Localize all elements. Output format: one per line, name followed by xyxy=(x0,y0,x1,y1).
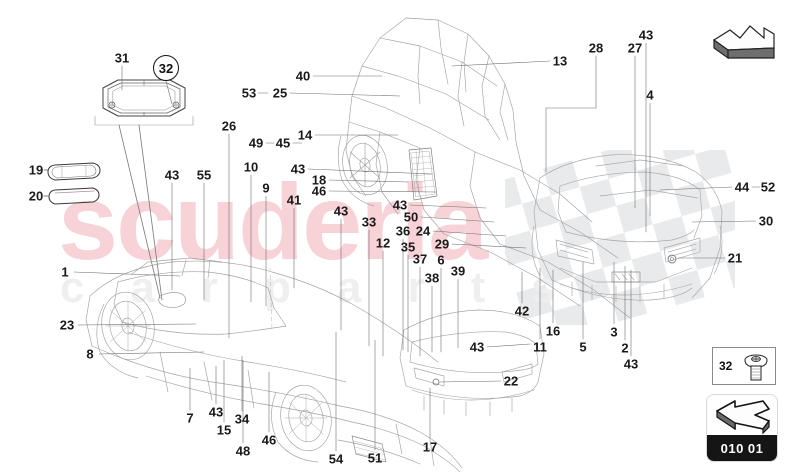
arrow-block-icon xyxy=(712,25,775,60)
callout-number-46[interactable]: 46 xyxy=(261,432,277,448)
callout-number-42[interactable]: 42 xyxy=(514,303,530,319)
callout-number-31[interactable]: 31 xyxy=(114,50,130,66)
section-code-badge[interactable]: 010 01 xyxy=(706,394,778,462)
callout-number-54[interactable]: 54 xyxy=(328,451,344,467)
callout-number-40[interactable]: 40 xyxy=(295,68,311,84)
callout-number-51[interactable]: 51 xyxy=(367,450,383,466)
callout-number-4[interactable]: 4 xyxy=(646,87,654,103)
callout-number-11[interactable]: 11 xyxy=(533,339,547,355)
fastener-legend-box: 32 xyxy=(712,347,776,385)
callout-number-23[interactable]: 23 xyxy=(59,317,75,333)
callout-number-33[interactable]: 33 xyxy=(361,214,377,230)
callout-number-3[interactable]: 3 xyxy=(610,324,618,340)
badge-arrow-area xyxy=(707,395,777,437)
callout-number-43[interactable]: 43 xyxy=(638,27,654,43)
callout-number-26[interactable]: 26 xyxy=(221,118,237,134)
callout-number-20[interactable]: 20 xyxy=(28,188,44,204)
callout-number-48[interactable]: 48 xyxy=(235,443,251,459)
callout-number-49[interactable]: 49 xyxy=(248,135,264,151)
callout-number-12[interactable]: 12 xyxy=(375,235,391,251)
callout-number-18[interactable]: 18 xyxy=(311,172,327,188)
callout-number-53[interactable]: 53 xyxy=(241,85,257,101)
callout-number-43[interactable]: 43 xyxy=(392,197,408,213)
callout-number-30[interactable]: 30 xyxy=(758,213,774,229)
callout-number-1[interactable]: 1 xyxy=(61,264,69,280)
screw-bolt-icon xyxy=(744,354,768,381)
callout-number-43[interactable]: 43 xyxy=(290,161,306,177)
callout-number-16[interactable]: 16 xyxy=(545,323,561,339)
callout-number-46[interactable]: 46 xyxy=(311,183,327,199)
callout-number-43[interactable]: 43 xyxy=(333,203,349,219)
callout-number-39[interactable]: 39 xyxy=(450,263,466,279)
badge-code-text: 010 01 xyxy=(707,435,777,461)
callout-number-43[interactable]: 43 xyxy=(623,356,639,372)
callout-number-24[interactable]: 24 xyxy=(415,223,431,239)
callout-number-44[interactable]: 44 xyxy=(734,179,750,195)
callout-number-6[interactable]: 6 xyxy=(437,252,445,268)
callout-number-17[interactable]: 17 xyxy=(422,439,438,455)
callout-number-22[interactable]: 22 xyxy=(503,373,519,389)
callout-number-52[interactable]: 52 xyxy=(760,179,776,195)
callout-number-21[interactable]: 21 xyxy=(727,250,743,266)
callout-number-36[interactable]: 36 xyxy=(395,223,411,239)
callout-number-38[interactable]: 38 xyxy=(424,270,440,286)
arrow-block-icon xyxy=(716,400,770,435)
callout-number-37[interactable]: 37 xyxy=(412,251,428,267)
callout-number-43[interactable]: 43 xyxy=(469,339,485,355)
callout-number-19[interactable]: 19 xyxy=(28,162,44,178)
callout-number-41[interactable]: 41 xyxy=(286,192,302,208)
callout-number-14[interactable]: 14 xyxy=(297,127,313,143)
callout-number-13[interactable]: 13 xyxy=(552,53,568,69)
callout-number-2[interactable]: 2 xyxy=(621,340,629,356)
callout-number-43[interactable]: 43 xyxy=(208,404,224,420)
callout-number-45[interactable]: 45 xyxy=(275,135,291,151)
callout-number-27[interactable]: 27 xyxy=(627,40,643,56)
callout-number-34[interactable]: 34 xyxy=(234,411,250,427)
callout-number-10[interactable]: 10 xyxy=(243,159,259,175)
callout-number-15[interactable]: 15 xyxy=(216,422,232,438)
callout-number-55[interactable]: 55 xyxy=(196,167,212,183)
callout-number-29[interactable]: 29 xyxy=(434,236,450,252)
fastener-number: 32 xyxy=(719,359,733,373)
callout-number-9[interactable]: 9 xyxy=(262,180,270,196)
circled-callout-32[interactable]: 32 xyxy=(153,55,179,81)
callout-number-28[interactable]: 28 xyxy=(588,40,604,56)
callout-number-35[interactable]: 35 xyxy=(400,239,416,255)
callout-number-7[interactable]: 7 xyxy=(186,410,194,426)
callout-number-5[interactable]: 5 xyxy=(579,339,587,355)
callout-number-50[interactable]: 50 xyxy=(403,209,419,225)
callout-number-8[interactable]: 8 xyxy=(86,346,94,362)
callout-number-43[interactable]: 43 xyxy=(164,167,180,183)
callout-number-25[interactable]: 25 xyxy=(272,85,288,101)
